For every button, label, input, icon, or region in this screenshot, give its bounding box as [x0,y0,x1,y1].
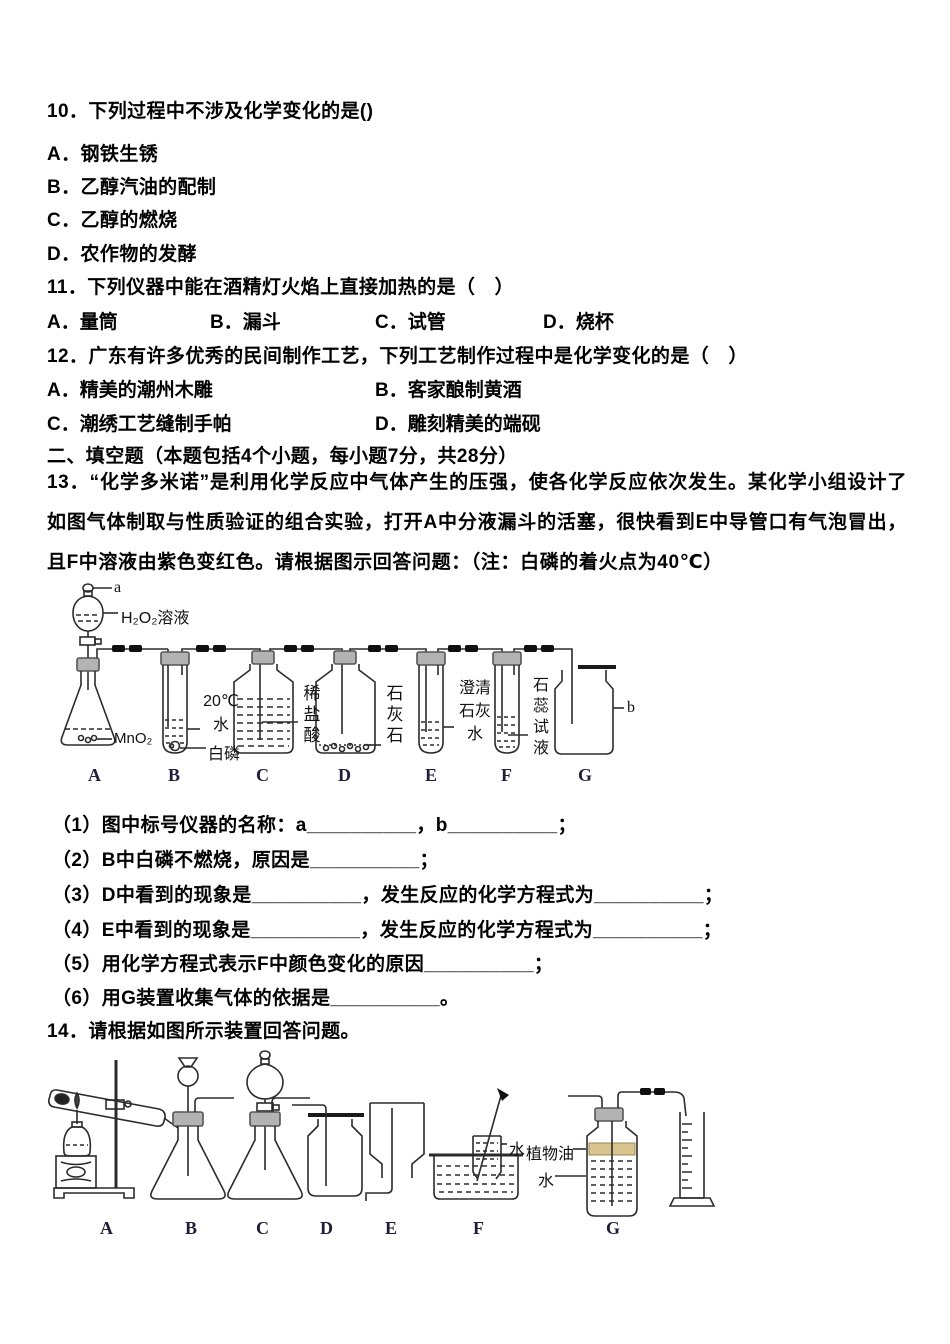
q14-vessel-label-d: D [320,1218,333,1238]
q11-stem: 11．下列仪器中能在酒精灯火焰上直接加热的是（ ） [47,277,515,298]
pointer-b-label: b [627,699,635,716]
bottle-d-icon [315,650,381,754]
bottle-c-icon [233,650,298,754]
mno2-label: MnO₂ [114,730,153,747]
q13-sub2: （2）B中白磷不燃烧，原因是__________； [52,850,439,871]
test-tube-e-icon [416,651,454,754]
q12-stem: 12．广东有许多优秀的民间制作工艺，下列工艺制作过程中是化学变化的是（ ） [47,346,748,367]
q13-sub6: （6）用G装置收集气体的依据是__________。 [52,988,460,1009]
q13-apparatus-art [60,583,624,755]
q11-option-c: C．试管 [375,312,446,333]
sep-funnel-icon [72,583,118,690]
q12-option-b: B．客家酿制黄酒 [375,380,522,401]
q14-vessel-label-c: C [256,1218,269,1238]
gas-bottle-g-icon [554,665,624,755]
h2o2-label: H₂O₂溶液 [121,610,190,627]
q14-vessel-label-a: A [100,1218,113,1238]
water-g-label: 水 [538,1173,555,1190]
q14-vessel-label-g: G [606,1218,621,1238]
q14-vessel-label-f: F [473,1218,484,1238]
q12-option-c: C．潮绣工艺缝制手帕 [47,414,232,435]
q13-sub5: （5）用化学方程式表示F中颜色变化的原因__________； [52,954,554,975]
q12-option-d: D．雕刻精美的端砚 [375,414,541,435]
flask-a-icon [60,648,168,746]
downward-collection-bottle-icon [365,1102,425,1201]
q13-vessel-label-a: A [88,765,101,785]
q13-sub3: （3）D中看到的现象是__________，发生反应的化学方程式为_______… [52,885,724,906]
q10-option-c: C．乙醇的燃烧 [47,210,178,231]
litmus-label: 石蕊试液 [532,677,549,757]
temp-20c-label: 20℃ [203,693,239,710]
funnel-flask-icon [150,1057,234,1200]
q14-vessel-label-e: E [385,1218,398,1238]
vegetable-oil-label: 植物油 [526,1146,575,1163]
q10-option-d: D．农作物的发酵 [47,244,197,265]
q11-options-row: A．量筒 B．漏斗 C．试管 D．烧杯 [47,307,907,333]
q12-option-a: A．精美的潮州木雕 [47,380,213,401]
dilute-hcl-label: 稀盐酸 [303,684,321,745]
upward-collection-bottle-icon [292,1104,364,1197]
q14-apparatus-art [48,1050,716,1217]
limestone-label: 石灰石 [386,684,404,745]
water-trough-icon [429,1088,523,1200]
q13-vessel-label-c: C [256,765,269,785]
q13-vessel-label-d: D [338,765,351,785]
white-phosphorus-label: 白磷 [208,746,241,763]
q13-vessel-label-g: G [578,765,593,785]
q10-stem: 10．下列过程中不涉及化学变化的是() [47,101,374,122]
q13-stem: 13．“化学多米诺”是利用化学反应中气体产生的压强，使各化学反应依次发生。某化学… [47,472,907,573]
q12-options-row2: C．潮绣工艺缝制手帕 D．雕刻精美的端砚 [47,409,907,435]
q14-stem: 14．请根据如图所示装置回答问题。 [47,1021,360,1042]
oil-seal-bottle-icon [555,1088,687,1217]
q12-options-row1: A．精美的潮州木雕 B．客家酿制黄酒 [47,375,907,401]
water-b-label: 水 [212,717,229,734]
measuring-cylinder-icon [668,1112,716,1207]
q13-apparatus-diagram: a H₂O₂溶液 MnO₂ 20℃ 水 白磷 稀盐酸 石灰石 澄清石灰水 石蕊试… [50,579,650,792]
q14-vessel-label-b: B [185,1218,198,1238]
water-f-label: 水 [509,1142,526,1159]
q13-vessel-label-b: B [168,765,181,785]
sepfunnel-flask-icon [227,1050,310,1200]
q13-vessel-label-f: F [501,765,512,785]
q13-vessel-label-e: E [425,765,438,785]
rubber-connectors [112,645,554,652]
q13-sub1: （1）图中标号仪器的名称：a__________，b__________； [52,815,577,836]
test-tube-b-icon [160,651,206,754]
q14-apparatus-diagram: 水 植物油 水 A B C D E F G [40,1048,740,1244]
q11-option-b: B．漏斗 [210,312,281,333]
q11-option-a: A．量筒 [47,312,118,333]
q11-option-d: D．烧杯 [543,312,614,333]
q10-option-b: B．乙醇汽油的配制 [47,177,217,198]
section2-title: 二、填空题（本题包括4个小题，每小题7分，共28分） [47,446,518,467]
test-tube-f-icon [492,651,528,754]
q13-sub4: （4）E中看到的现象是__________，发生反应的化学方程式为_______… [52,920,723,941]
q10-option-a: A．钢铁生锈 [47,144,159,165]
limewater-label: 澄清石灰水 [458,680,491,743]
pointer-a-label: a [114,579,122,596]
